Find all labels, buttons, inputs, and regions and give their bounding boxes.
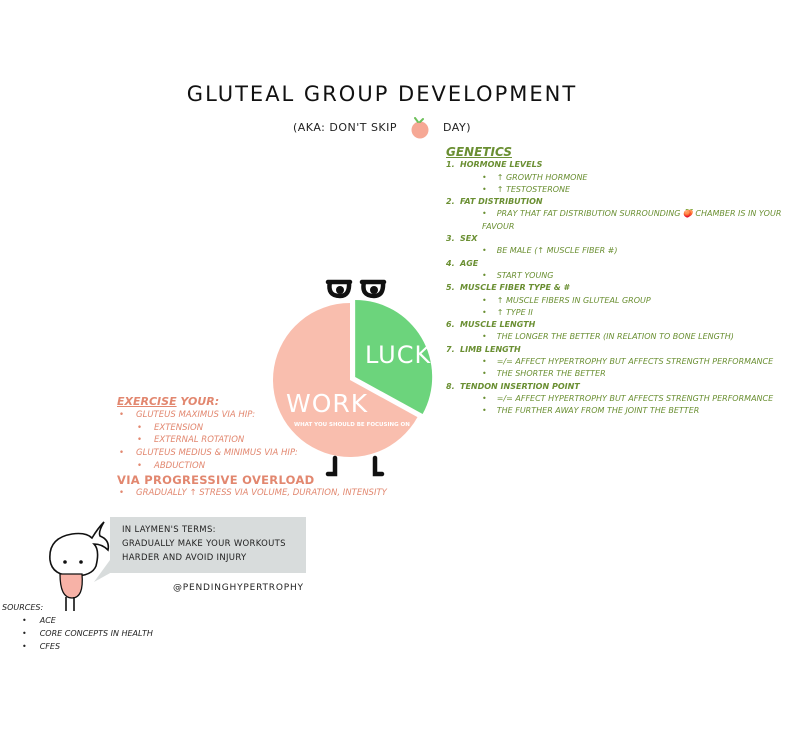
exercise-subitem: EXTERNAL ROTATION: [117, 434, 387, 447]
exercise-heading: EXERCISE YOUR:: [117, 395, 387, 409]
genetics-item-label: FAT DISTRIBUTION: [460, 197, 543, 207]
page-subtitle: (AKA: DON'T SKIP DAY): [0, 117, 764, 139]
genetics-item-label: HORMONE LEVELS: [460, 160, 543, 170]
genetics-subitem: PRAY THAT FAT DISTRIBUTION SURROUNDING 🍑…: [446, 208, 800, 233]
bubble-line: HARDER AND AVOID INJURY: [122, 553, 247, 563]
genetics-item-number: 4.: [446, 258, 455, 268]
genetics-item-number: 7.: [446, 344, 455, 354]
pie-slice-luck: [355, 299, 433, 415]
genetics-subitem: =/= AFFECT HYPERTROPHY BUT AFFECTS STREN…: [446, 393, 800, 405]
genetics-subitem: THE FURTHER AWAY FROM THE JOINT THE BETT…: [446, 405, 800, 417]
genetics-item-number: 3.: [446, 234, 455, 244]
subtitle-after: DAY): [443, 121, 471, 134]
genetics-item-number: 5.: [446, 283, 455, 293]
genetics-subitem: ↑ GROWTH HORMONE: [446, 172, 800, 184]
genetics-section: GENETICS 1. HORMONE LEVELS ↑ GROWTH HORMON…: [446, 146, 800, 418]
sources-section: SOURCES: ACE CORE CONCEPTS IN HEALTH CFE…: [2, 601, 153, 653]
genetics-item-number: 8.: [446, 381, 455, 391]
genetics-item: 7. LIMB LENGTH: [446, 344, 800, 356]
source-item: CORE CONCEPTS IN HEALTH: [2, 627, 153, 640]
author-handle: @PENDINGHYPERTROPHY: [173, 583, 304, 593]
genetics-item: 5. MUSCLE FIBER TYPE & #: [446, 282, 800, 294]
peach-icon: [411, 117, 429, 139]
genetics-item-label: TENDON INSERTION POINT: [460, 381, 580, 391]
genetics-item: 2. FAT DISTRIBUTION: [446, 196, 800, 208]
genetics-item-label: MUSCLE FIBER TYPE & #: [460, 283, 570, 293]
bubble-line: IN LAYMEN'S TERMS:: [122, 525, 216, 535]
source-item: ACE: [2, 614, 153, 627]
genetics-item-label: MUSCLE LENGTH: [460, 320, 536, 330]
character-illustration: [49, 521, 110, 611]
genetics-item: 8. TENDON INSERTION POINT: [446, 381, 800, 393]
exercise-group: GLUTEUS MEDIUS & MINIMUS VIA HIP:: [117, 447, 387, 460]
bubble-line: GRADUALLY MAKE YOUR WORKOUTS: [122, 539, 286, 549]
genetics-subitem: ↑ TESTOSTERONE: [446, 184, 800, 196]
exercise-section: EXERCISE YOUR: GLUTEUS MAXIMUS VIA HIP:E…: [117, 395, 387, 500]
exercise-heading-underlined: EXERCISE: [117, 395, 177, 408]
speech-bubble: IN LAYMEN'S TERMS: GRADUALLY MAKE YOUR W…: [110, 517, 306, 573]
genetics-item: 6. MUSCLE LENGTH: [446, 319, 800, 331]
page-title: GLUTEAL GROUP DEVELOPMENT: [186, 82, 578, 106]
genetics-item-number: 1.: [446, 160, 455, 170]
source-item: CFES: [2, 640, 153, 653]
genetics-item-label: AGE: [460, 258, 479, 268]
speech-tail: [94, 560, 112, 582]
exercise-subitem: ABDUCTION: [117, 460, 387, 473]
genetics-item-number: 6.: [446, 320, 455, 330]
exercise-heading-rest: YOUR:: [176, 395, 220, 408]
genetics-subitem: BE MALE (↑ MUSCLE FIBER #): [446, 245, 800, 257]
genetics-item-label: SEX: [460, 234, 478, 244]
genetics-subitem: ↑ TYPE II: [446, 307, 800, 319]
genetics-item: 1. HORMONE LEVELS: [446, 159, 800, 171]
genetics-item-number: 2.: [446, 197, 455, 207]
slice-label-luck: LUCK: [365, 341, 432, 369]
genetics-item: 3. SEX: [446, 233, 800, 245]
right-eye-icon: [359, 279, 387, 299]
exercise-subitem: EXTENSION: [117, 422, 387, 435]
overload-heading: VIA PROGRESSIVE OVERLOAD: [117, 472, 315, 487]
exercise-group: GLUTEUS MAXIMUS VIA HIP:: [117, 409, 387, 422]
overload-item: GRADUALLY ↑ STRESS VIA VOLUME, DURATION,…: [117, 487, 387, 500]
genetics-subitem: START YOUNG: [446, 270, 800, 282]
genetics-heading: GENETICS: [446, 145, 512, 159]
genetics-subitem: ↑ MUSCLE FIBERS IN GLUTEAL GROUP: [446, 295, 800, 307]
genetics-subitem: THE LONGER THE BETTER (IN RELATION TO BO…: [446, 331, 800, 343]
genetics-subitem: =/= AFFECT HYPERTROPHY BUT AFFECTS STREN…: [446, 356, 800, 368]
left-eye-icon: [325, 279, 353, 299]
genetics-item-label: LIMB LENGTH: [460, 344, 521, 354]
genetics-item: 4. AGE: [446, 258, 800, 270]
subtitle-before: (AKA: DON'T SKIP: [292, 121, 398, 134]
genetics-subitem: THE SHORTER THE BETTER: [446, 368, 800, 380]
sources-heading: SOURCES:: [2, 603, 44, 612]
